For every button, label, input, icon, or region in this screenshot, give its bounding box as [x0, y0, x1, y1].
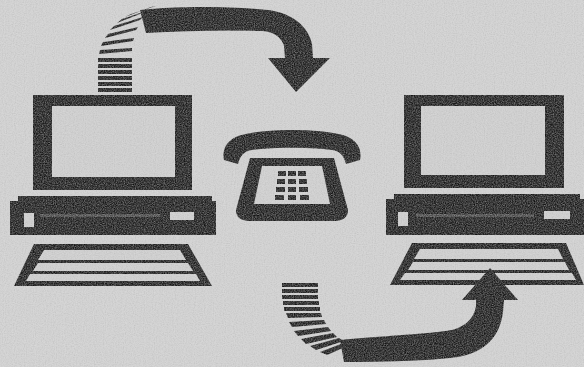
modem-diagram: [0, 0, 584, 367]
diagram-canvas: [0, 0, 584, 367]
texture-dark: [0, 0, 584, 367]
